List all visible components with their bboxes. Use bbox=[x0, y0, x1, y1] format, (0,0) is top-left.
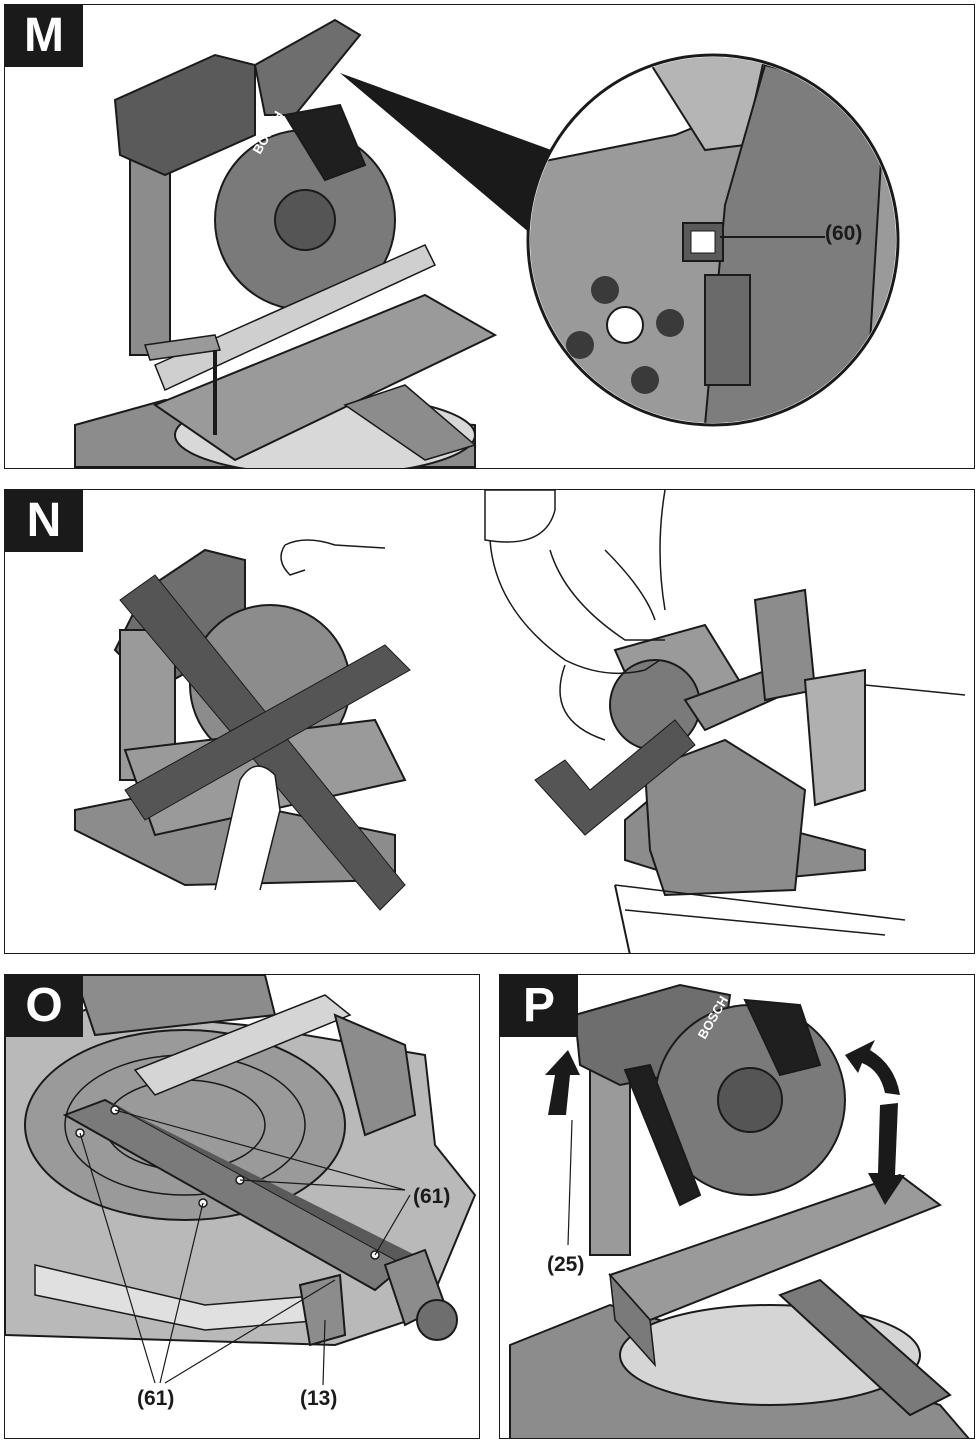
rotate-arrow-icon bbox=[845, 1040, 900, 1095]
panel-o: O (61) (61) (13) bbox=[4, 974, 480, 1439]
panel-p-tag: P bbox=[500, 975, 578, 1037]
panel-p-illustration: BOSCH bbox=[509, 983, 970, 1438]
callout-61-bottom: (61) bbox=[137, 1387, 175, 1410]
callout-13: (13) bbox=[300, 1387, 338, 1410]
panel-n-illustration bbox=[74, 490, 966, 953]
panel-m-tag: M bbox=[5, 5, 83, 67]
panel-o-tag: O bbox=[5, 975, 83, 1037]
callout-61-right: (61) bbox=[413, 1185, 451, 1208]
panel-n: N bbox=[4, 489, 975, 954]
raise-arrow-icon bbox=[545, 1050, 580, 1115]
callout-60: (60) bbox=[825, 222, 863, 245]
lever-13 bbox=[298, 1273, 347, 1347]
correct-checkmark bbox=[534, 719, 696, 836]
panel-o-illustration bbox=[5, 975, 477, 1386]
callout-25: (25) bbox=[547, 1253, 585, 1276]
panel-p: BOSCH P (25) bbox=[499, 974, 975, 1439]
panel-m: BOSCH M bbox=[4, 4, 975, 469]
panel-m-illustration: BOSCH bbox=[74, 18, 900, 468]
panel-n-tag: N bbox=[5, 490, 83, 552]
